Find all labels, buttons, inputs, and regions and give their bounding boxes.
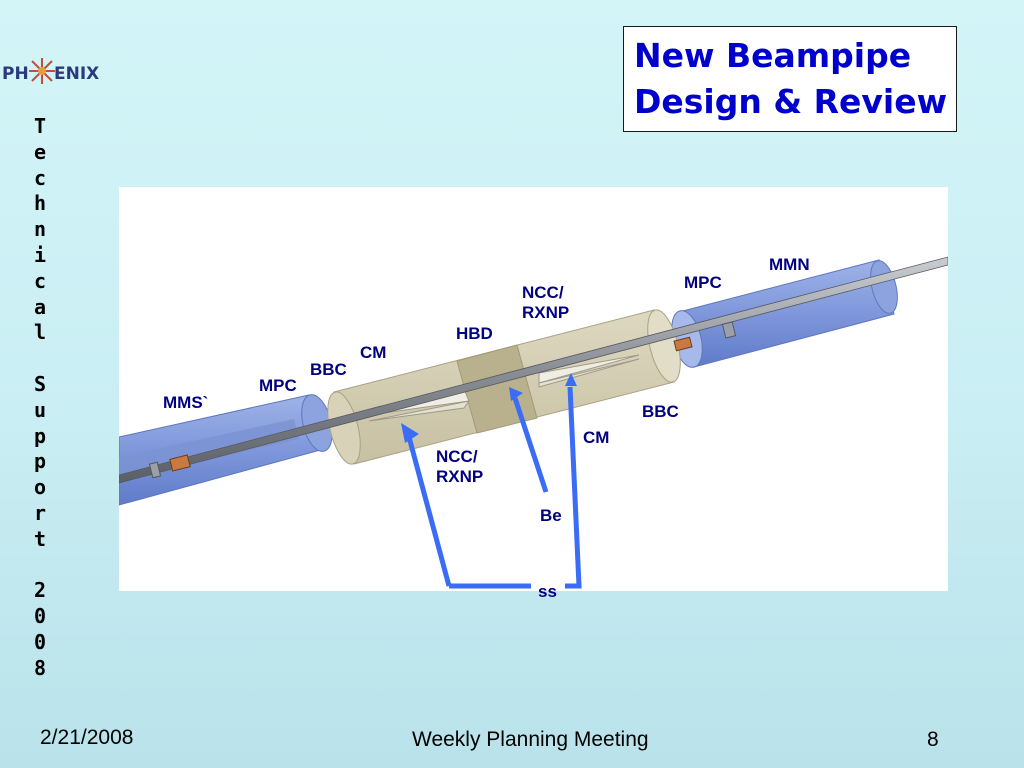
- label-mpc-right: MPC: [684, 273, 722, 292]
- side-letter: n: [33, 217, 47, 242]
- slide-title-line-2: Design & Review: [634, 82, 948, 121]
- side-title: T e c h n i c a l S u p p o r t 2 0 0 8: [20, 114, 60, 682]
- phoenix-star-icon: [29, 58, 55, 84]
- side-letter: S: [33, 371, 47, 396]
- footer-date: 2/21/2008: [40, 726, 134, 749]
- label-ncc-rxnp-bottom: NCC/ RXNP: [436, 447, 484, 486]
- label-hbd: HBD: [456, 324, 493, 343]
- be-arrow-head: [509, 387, 523, 401]
- ss-arrow-left: [406, 436, 452, 587]
- ss-arrow-left-head: [401, 423, 419, 443]
- label-bbc-right: BBC: [642, 402, 679, 421]
- footer-meeting-title: Weekly Planning Meeting: [412, 728, 649, 751]
- label-mms: MMS`: [163, 393, 209, 412]
- side-letter: r: [33, 500, 47, 525]
- side-letter: i: [33, 242, 47, 267]
- side-letter: p: [33, 449, 47, 474]
- slide-title-line-1: New Beampipe: [634, 36, 912, 75]
- side-letter: h: [33, 191, 47, 216]
- beam-pipe: [119, 256, 948, 484]
- side-letter: p: [33, 423, 47, 448]
- beampipe-figure: [119, 187, 948, 591]
- label-mpc-left: MPC: [259, 376, 297, 395]
- label-ncc-rxnp-top: NCC/ RXNP: [522, 283, 570, 322]
- pointer-arrows: [406, 386, 582, 589]
- side-letter: a: [33, 294, 47, 319]
- label-cm-bottom: CM: [583, 428, 610, 447]
- footer-page-number: 8: [927, 728, 939, 751]
- side-letter: l: [33, 320, 47, 345]
- phenix-logo: PH ENIX: [2, 50, 100, 90]
- side-letter: T: [33, 114, 47, 138]
- ss-arrow-right-head: [565, 373, 577, 386]
- label-cm-top: CM: [360, 343, 387, 362]
- logo-text-left: PH: [2, 64, 29, 84]
- side-letter: 8: [33, 655, 47, 680]
- logo-text-right: ENIX: [54, 64, 100, 84]
- side-letter: 0: [33, 629, 47, 654]
- side-letter: o: [33, 475, 47, 500]
- central-cylinder: [327, 309, 681, 465]
- side-letter: c: [33, 268, 47, 293]
- label-mmn: MMN: [769, 255, 810, 274]
- side-letter: 2: [33, 578, 47, 603]
- label-be: Be: [540, 506, 562, 525]
- ss-arrow-right: [565, 386, 582, 589]
- label-bbc-left: BBC: [310, 360, 347, 379]
- side-letter: 0: [33, 604, 47, 629]
- beampipe-illustration: [119, 256, 948, 589]
- side-letter: c: [33, 165, 47, 190]
- label-ss: ss: [538, 582, 557, 601]
- side-letter: u: [33, 397, 47, 422]
- side-letter: t: [33, 526, 47, 551]
- slide-title-box: New Beampipe Design & Review: [623, 26, 957, 132]
- be-arrow: [512, 397, 549, 493]
- side-letter: e: [33, 139, 47, 164]
